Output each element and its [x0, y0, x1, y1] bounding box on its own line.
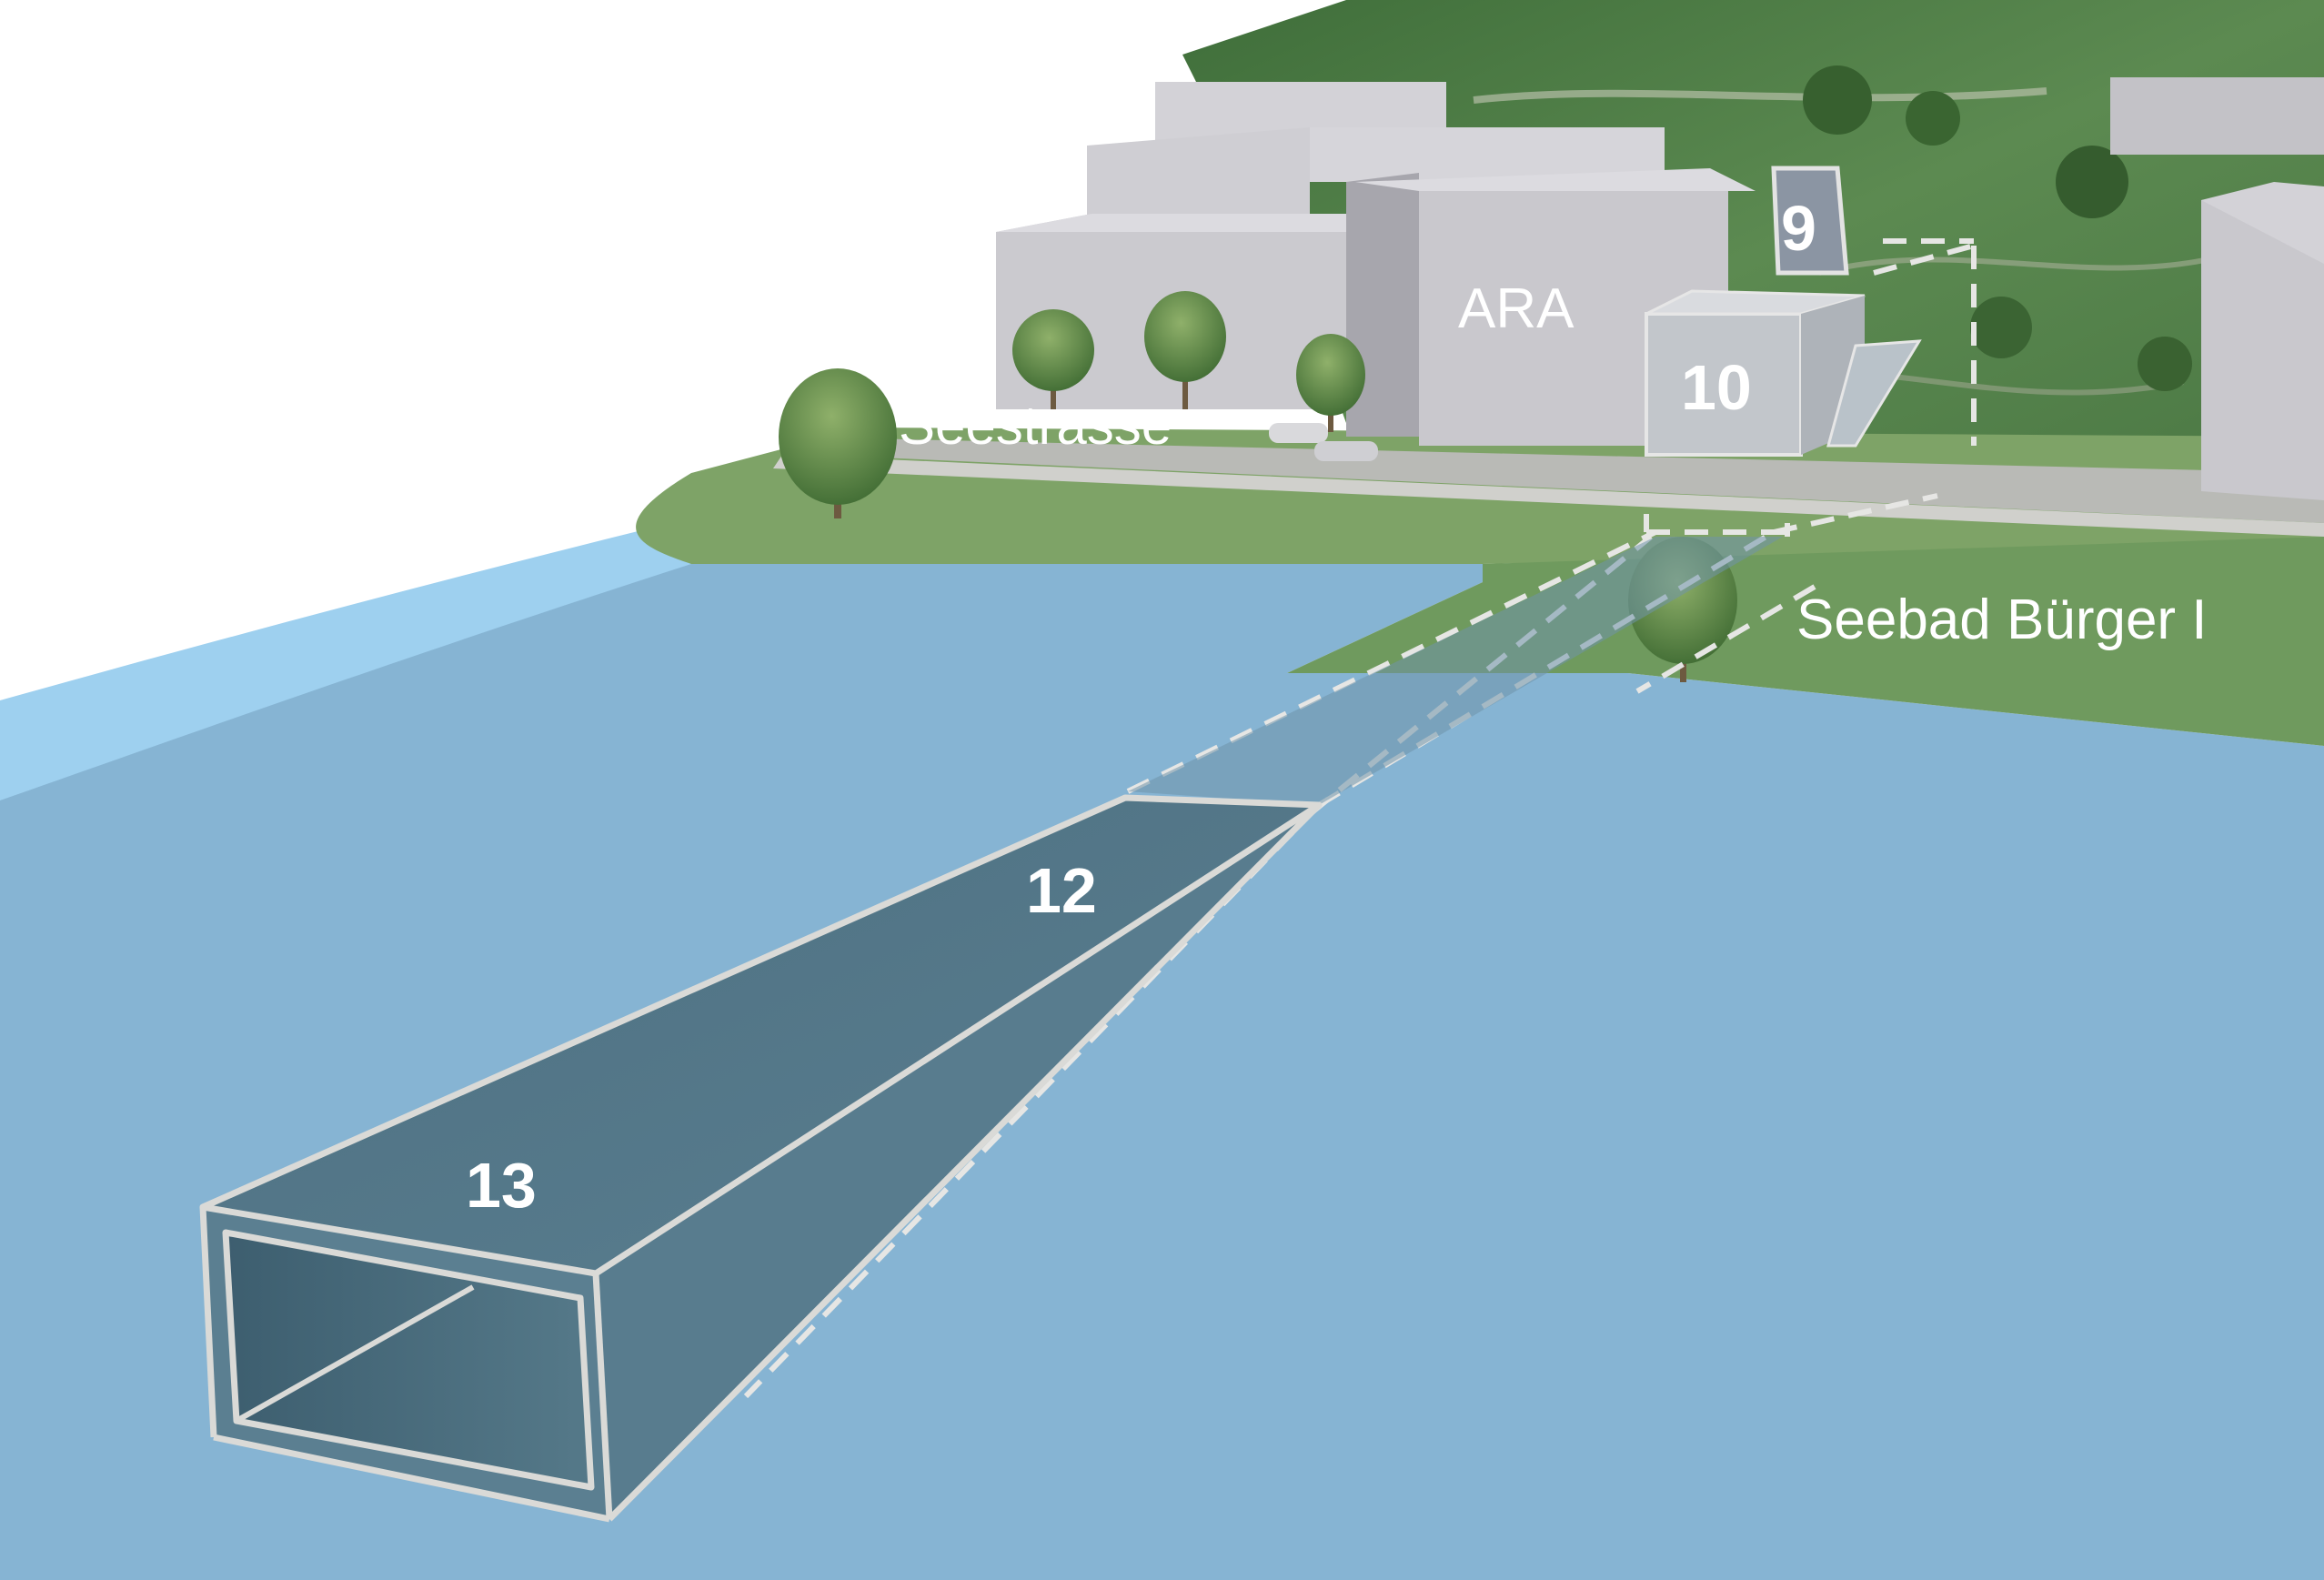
dashed-line [1126, 529, 1657, 794]
tree-icon [2056, 146, 2128, 218]
tree-icon [1144, 291, 1226, 409]
structure-opening [226, 1233, 591, 1487]
building-block [2201, 191, 2324, 500]
building-roof [2201, 182, 2324, 264]
street-label: Seestrasse [899, 395, 1172, 456]
car-icon [1314, 441, 1378, 461]
labels: Seestrasse ARA Seebad Bürger I 9 10 12 1… [466, 193, 2208, 1221]
tree-icon [1803, 65, 1872, 135]
structure-opening-outline [222, 1229, 595, 1491]
underwater-structure [199, 794, 1323, 1523]
building-roof [996, 214, 1401, 232]
tree-icon [1012, 309, 1094, 409]
tree-icon [1970, 297, 2032, 358]
car-icon [1269, 423, 1328, 443]
dashed-line [1873, 243, 1975, 276]
number-10: 10 [1681, 352, 1752, 423]
structure-9 [1771, 166, 1849, 276]
tree-icon [2138, 337, 2192, 391]
structure-top [203, 798, 1319, 1273]
building-block [1087, 127, 1310, 236]
shore-grass-lower [1287, 537, 2324, 746]
structure-edge [213, 1434, 610, 1523]
tree-icon [779, 368, 897, 518]
building-block [2110, 77, 2324, 155]
structure-inner-edge [235, 1284, 475, 1424]
structure-edge [199, 1206, 217, 1438]
number-13: 13 [466, 1150, 537, 1221]
seebad-label: Seebad Bürger I [1796, 589, 2208, 651]
building-roof [1355, 168, 1756, 191]
ara-label: ARA [1458, 277, 1574, 340]
pipeline-shadow-band [1128, 537, 1783, 805]
road-sidewalk [773, 455, 2324, 537]
road-surface [791, 437, 2324, 523]
structure-edge [607, 802, 1322, 1522]
ramp [1826, 339, 1922, 448]
seestrasse-road [773, 437, 2324, 537]
number-12: 12 [1026, 855, 1097, 926]
hillside-path [1473, 87, 2047, 104]
structure-edge [592, 1273, 613, 1520]
tree-icon [1296, 334, 1365, 432]
tree-icon [1906, 91, 1960, 146]
number-9: 9 [1781, 193, 1816, 264]
hillside-path [1818, 252, 2229, 276]
dashed-line [1773, 493, 1938, 535]
building-block [1310, 127, 1665, 182]
dashed-line [1635, 584, 1816, 694]
cars [1269, 423, 1378, 461]
